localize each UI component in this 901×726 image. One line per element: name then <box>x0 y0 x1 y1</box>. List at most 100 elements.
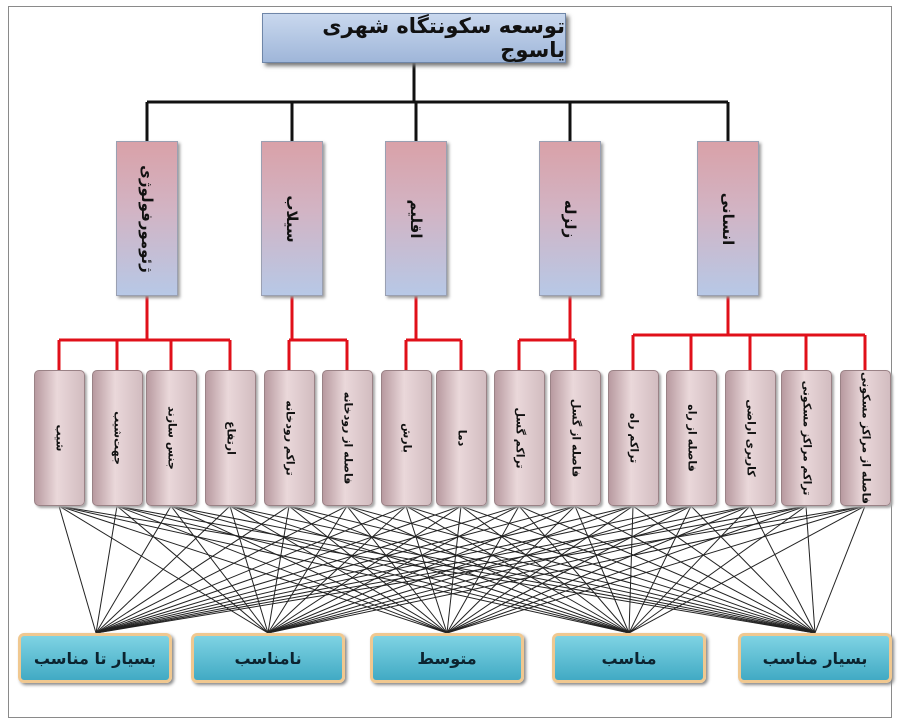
alternative-link <box>628 505 807 634</box>
alternative-link <box>446 505 866 634</box>
criterion-climate: اقلیم <box>385 141 447 296</box>
alternative-link <box>95 505 118 634</box>
alternative-link <box>95 505 290 634</box>
alternative-3: متوسط <box>370 633 524 683</box>
alternative-link <box>170 505 630 634</box>
subcriterion-precipitation: بارش <box>381 370 432 506</box>
subcriterion-label: بارش <box>400 423 413 453</box>
subcriterion-road-distance: فاصله از راه <box>666 370 717 506</box>
alternative-link <box>446 505 751 634</box>
alternative-link <box>288 505 448 634</box>
alternative-link <box>58 505 448 634</box>
subcriterion-label: تراکم رودخانه <box>283 400 296 476</box>
alternative-link <box>405 505 816 634</box>
alternative-link <box>116 505 816 634</box>
criterion-label: انسانی <box>719 192 737 245</box>
alternative-link <box>95 505 348 634</box>
alternative-link <box>690 505 816 634</box>
subcriterion-river-distance: فاصله از رودخانه <box>322 370 373 506</box>
subcriterion-label: فاصله از مراکز مسکونی <box>859 372 872 504</box>
alternative-link <box>574 505 816 634</box>
alternative-link <box>518 505 630 634</box>
alternative-link <box>95 505 231 634</box>
alternative-link <box>267 505 807 634</box>
alternative-link <box>518 505 816 634</box>
alternative-link <box>95 505 172 634</box>
alternative-link <box>288 505 816 634</box>
alternative-link <box>267 505 751 634</box>
goal-label: توسعه سکونتگاه شهری یاسوج <box>322 14 565 62</box>
alternative-link <box>574 505 630 634</box>
criterion-label: سیلاب <box>283 194 301 243</box>
alternative-link <box>95 505 520 634</box>
alternative-label: بسیار مناسب <box>762 648 868 668</box>
alternative-link <box>749 505 816 634</box>
subcriterion-label: جهت‌شیب <box>111 411 124 465</box>
criterion-geomorphology: ژئومورفولوژی <box>116 141 178 296</box>
criterion-earthquake: زلزله <box>539 141 601 296</box>
alternative-link <box>446 505 807 634</box>
alternative-link <box>229 505 816 634</box>
alternative-link <box>405 505 630 634</box>
alternative-link <box>95 505 576 634</box>
alternative-link <box>267 505 866 634</box>
criterion-label: اقلیم <box>407 199 425 238</box>
alternative-link <box>95 505 407 634</box>
alternative-label: مناسب <box>601 648 657 668</box>
subcriterion-label: کاربری اراضی <box>744 399 757 477</box>
diagram-frame <box>8 6 892 718</box>
subcriterion-label: تراکم مراکز مسکونی <box>800 380 813 496</box>
subcriterion-label: فاصله از رودخانه <box>341 391 354 485</box>
alternative-link <box>288 505 630 634</box>
alternative-link <box>346 505 630 634</box>
alternative-link <box>95 505 807 634</box>
subcriterion-label: فاصله از گسل <box>569 398 582 478</box>
alternative-link <box>446 505 576 634</box>
subcriterion-slope: شیب <box>34 370 85 506</box>
alternative-link <box>628 505 751 634</box>
alternative-link <box>58 505 816 634</box>
alternative-label: متوسط <box>417 648 477 668</box>
alternative-link <box>446 505 634 634</box>
subcriterion-label: فاصله از راه <box>685 404 698 472</box>
subcriterion-road-density: تراکم راه <box>608 370 659 506</box>
subcriterion-river-density: تراکم رودخانه <box>264 370 315 506</box>
alternative-link <box>346 505 448 634</box>
alternative-link <box>628 505 866 634</box>
alternative-5: بسیار مناسب <box>738 633 892 683</box>
alternative-link <box>116 505 630 634</box>
alternative-link <box>814 505 866 634</box>
alternative-link <box>446 505 462 634</box>
criterion-label: ژئومورفولوژی <box>138 164 156 273</box>
criterion-flood: سیلاب <box>261 141 323 296</box>
alternative-link <box>95 505 634 634</box>
alternative-1: بسیار تا مناسب <box>18 633 172 683</box>
alternative-link <box>170 505 816 634</box>
alternative-link <box>58 505 97 634</box>
alternative-link <box>805 505 816 634</box>
alternative-link <box>229 505 269 634</box>
subcriterion-label: دما <box>455 429 468 447</box>
alternative-link <box>95 505 692 634</box>
criterion-human: انسانی <box>697 141 759 296</box>
subcriterion-label: شیب <box>53 424 66 452</box>
alternative-label: بسیار تا مناسب <box>33 648 157 668</box>
alternative-link <box>229 505 448 634</box>
alternative-label: نامناسب <box>234 648 302 668</box>
subcriterion-elevation: ارتفاع <box>205 370 256 506</box>
subcriterion-land-use: کاربری اراضی <box>725 370 776 506</box>
subcriterion-fault-density: تراکم گسل <box>494 370 545 506</box>
alternative-link <box>116 505 448 634</box>
alternative-link <box>58 505 630 634</box>
subcriterion-settlement-density: تراکم مراکز مسکونی <box>781 370 832 506</box>
subcriterion-aspect: جهت‌شیب <box>92 370 143 506</box>
alternative-link <box>95 505 751 634</box>
subcriterion-formation: جنس سازند <box>146 370 197 506</box>
alternative-link <box>446 505 692 634</box>
subcriterion-label: جنس سازند <box>165 406 178 470</box>
goal-node: توسعه سکونتگاه شهری یاسوج <box>262 13 566 63</box>
alternative-link <box>95 505 462 634</box>
alternative-2: نامناسب <box>191 633 345 683</box>
subcriterion-label: تراکم راه <box>627 412 640 464</box>
